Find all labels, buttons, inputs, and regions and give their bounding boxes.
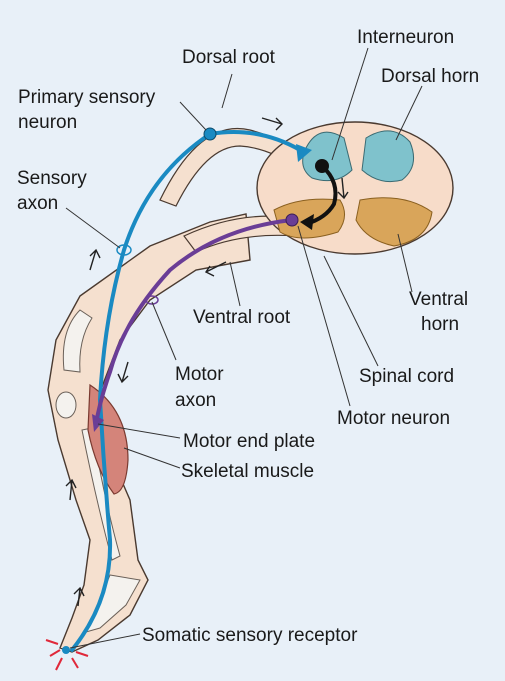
leg-silhouette [47,213,251,653]
label-motor-end-plate: Motor end plate [183,431,316,452]
flow-arrow-dorsal [261,117,283,131]
motor-neuron-cell-body [285,213,299,227]
interneuron-pathway [305,164,338,226]
label-skeletal-muscle: Skeletal muscle [181,461,315,482]
sensory-cell-body [203,127,217,141]
label-dorsal-horn: Dorsal horn [381,66,480,87]
label-ventral-horn-2: horn [421,314,460,335]
knee-cap [55,391,77,419]
flow-arrow-foot [73,586,85,607]
label-spinal-cord: Spinal cord [359,366,455,387]
sensory-terminal-arrowhead [296,144,312,162]
label-interneuron: Interneuron [357,27,455,48]
receptor-ending [62,646,70,654]
motor-end-plate-arrowhead [92,414,104,432]
label-sensory-axon-2: axon [17,193,59,214]
label-sensory-axon-1: Sensory [17,168,87,189]
label-motor-axon-1: Motor [175,364,224,385]
motor-axon-ring [145,295,159,305]
ventral-horn-region [273,197,433,247]
sensory-axon-ring [116,244,132,256]
label-motor-axon-2: axon [175,390,217,411]
label-somatic-sensory-receptor: Somatic sensory receptor [142,625,358,646]
flow-arrow-sensory-lower [65,478,77,501]
flow-arrow-interneuron [337,177,349,200]
dorsal-horn-region [302,130,415,183]
label-ventral-horn-1: Ventral [409,289,469,310]
label-primary-sensory-neuron-2: neuron [18,112,78,133]
receptor-burst-marks [45,639,89,671]
label-primary-sensory-neuron-1: Primary sensory [18,87,156,108]
femur-bone [62,309,93,373]
label-dorsal-root: Dorsal root [182,47,275,68]
label-motor-neuron: Motor neuron [337,408,451,429]
flow-arrow-motor [117,361,129,384]
leader-lines [65,47,423,649]
flow-arrow-sensory-upper [89,248,101,271]
interneuron-arrowhead [300,214,314,230]
interneuron-cell-body [315,159,329,173]
label-ventral-root: Ventral root [193,307,291,328]
motor-pathway-line [94,218,294,426]
flow-arrow-ventral [204,261,227,277]
